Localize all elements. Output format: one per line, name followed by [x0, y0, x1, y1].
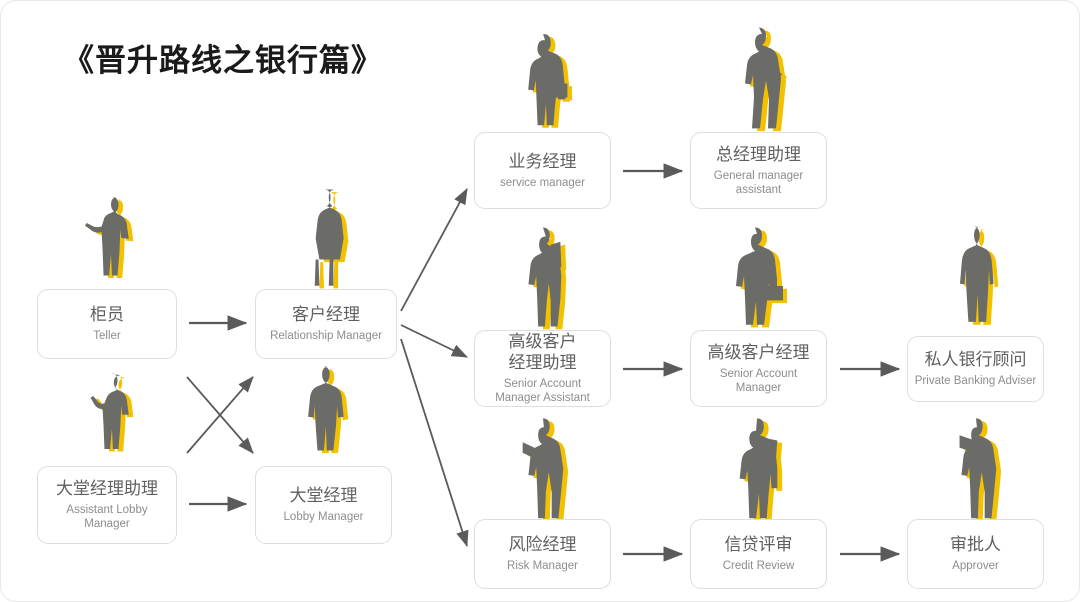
woman-folder-figure — [513, 223, 571, 331]
node-label-cn: 大堂经理 — [289, 486, 358, 506]
node-service-manager[interactable]: 业务经理 service manager — [474, 132, 611, 209]
edge-relationship-to-senior-asst — [400, 324, 468, 358]
page-title: 《晋升路线之银行篇》 — [63, 43, 383, 79]
node-label-en: General manager assistant — [713, 169, 804, 196]
man-suit-stand-figure — [946, 223, 1002, 335]
edge-relationship-to-risk — [400, 338, 469, 548]
node-label-cn: 高级客户经理 — [707, 342, 810, 363]
node-gm-assistant[interactable]: 总经理助理 General manager assistant — [690, 132, 827, 209]
node-label-cn: 客户经理 — [292, 305, 360, 325]
node-label-en: Approver — [952, 560, 999, 572]
node-senior-acc-asst[interactable]: 高级客户 经理助理 Senior Account Manager Assistan… — [474, 330, 611, 407]
man-phone-case-figure — [517, 29, 573, 133]
node-label-en: Credit Review — [722, 560, 795, 572]
man-book-figure — [513, 414, 571, 521]
woman-tablet-figure — [83, 193, 139, 293]
node-approver[interactable]: 审批人 Approver — [907, 519, 1044, 589]
man-stand-figure — [296, 363, 352, 467]
node-label-en: Senior Account Manager — [719, 367, 798, 394]
node-label-en: Relationship Manager — [270, 330, 382, 342]
node-risk-manager[interactable]: 风险经理 Risk Manager — [474, 519, 611, 589]
node-relationship[interactable]: 客户经理 Relationship Manager — [255, 289, 397, 359]
edge-relationship-to-lobby — [186, 376, 254, 454]
node-label-cn: 审批人 — [950, 535, 1001, 555]
node-label-cn: 高级客户 经理助理 — [508, 332, 577, 373]
node-credit-review[interactable]: 信贷评审 Credit Review — [690, 519, 827, 589]
node-label-en: Senior Account Manager Assistant — [495, 378, 590, 404]
node-label-en: Assistant Lobby Manager — [66, 504, 148, 530]
node-label-cn: 大堂经理助理 — [56, 479, 158, 499]
node-label-en: service manager — [499, 176, 585, 189]
woman-phone-figure — [83, 369, 139, 467]
node-label-cn: 总经理助理 — [716, 144, 801, 165]
node-label-cn: 信贷评审 — [724, 535, 793, 555]
node-label-en: Private Banking Adviser — [914, 375, 1037, 387]
man-briefcase-figure — [727, 223, 788, 331]
node-label-cn: 业务经理 — [508, 151, 577, 172]
node-private-banking[interactable]: 私人银行顾问 Private Banking Adviser — [907, 336, 1044, 402]
woman-hip-figure — [729, 23, 789, 133]
edge-assistant-lobby-to-relationship — [186, 376, 254, 454]
node-label-en: Lobby Manager — [283, 511, 364, 523]
node-lobby[interactable]: 大堂经理 Lobby Manager — [255, 466, 392, 544]
node-label-cn: 柜员 — [90, 305, 124, 325]
node-label-en: Teller — [93, 330, 121, 342]
node-label-cn: 私人银行顾问 — [924, 350, 1027, 370]
node-label-cn: 风险经理 — [508, 535, 577, 555]
man-folder-yellow-figure — [729, 414, 787, 521]
woman-suit-figure — [297, 186, 353, 291]
node-label-en: Risk Manager — [507, 560, 578, 572]
node-assistant-lobby[interactable]: 大堂经理助理 Assistant Lobby Manager — [37, 466, 177, 544]
edge-relationship-to-service — [400, 188, 468, 312]
node-senior-acc[interactable]: 高级客户经理 Senior Account Manager — [690, 330, 827, 407]
man-book2-figure — [946, 414, 1004, 521]
node-teller[interactable]: 柜员 Teller — [37, 289, 177, 359]
